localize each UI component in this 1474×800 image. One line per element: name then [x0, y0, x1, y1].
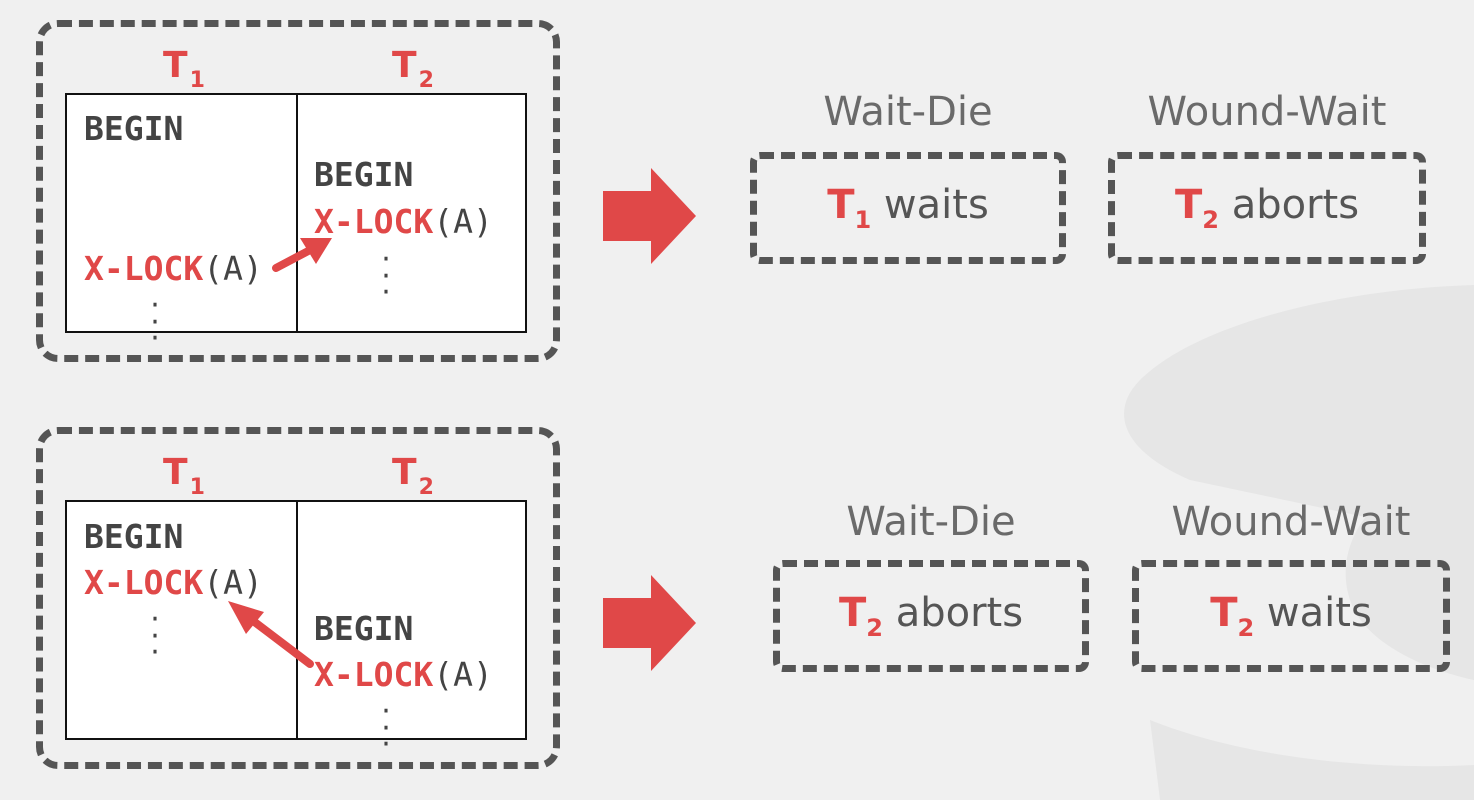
scenario2-t1-ellipsis: ··· [150, 602, 160, 670]
scenario1-t1-header: T1 [163, 45, 205, 93]
scenario1-result-arrow [603, 168, 696, 264]
scenario2-t2-xlock: X-LOCK(A) [314, 655, 493, 694]
scenario2-t1-begin: BEGIN [84, 517, 184, 556]
scenario1-t2-header: T2 [392, 45, 434, 93]
scenario2-frame [36, 427, 560, 769]
scenario1-t1-xlock: X-LOCK(A) [84, 249, 263, 288]
scenario1-wait-die-result: T1 waits [750, 152, 1066, 264]
scenario2-t2-begin: BEGIN [314, 609, 414, 648]
scenario2-wait-die-title: Wait-Die [846, 499, 1016, 545]
scenario2-t2-header: T2 [392, 452, 434, 500]
scenario1-t2-ellipsis: ··· [381, 242, 391, 310]
schedule-column-divider [296, 95, 298, 331]
scenario1-t1-ellipsis: ··· [150, 288, 160, 356]
scenario1-wait-die-title: Wait-Die [823, 89, 993, 135]
scenario1-wound-wait-result: T2 aborts [1108, 152, 1426, 264]
scenario1-frame [36, 20, 560, 362]
scenario1-t2-xlock: X-LOCK(A) [314, 202, 493, 241]
scenario1-t2-begin: BEGIN [314, 155, 414, 194]
scenario1-schedule-table [65, 93, 527, 333]
scenario2-t1-header: T1 [163, 452, 205, 500]
schedule-column-divider [296, 502, 298, 738]
scenario2-wound-wait-title: Wound-Wait [1171, 499, 1411, 545]
scenario2-wound-wait-result: T2 waits [1132, 560, 1450, 672]
scenario1-wound-wait-title: Wound-Wait [1147, 89, 1387, 135]
scenario2-result-arrow [603, 575, 696, 671]
scenario1-t1-begin: BEGIN [84, 109, 184, 148]
scenario2-t2-ellipsis: ··· [381, 694, 391, 762]
scenario2-wait-die-result: T2 aborts [773, 560, 1089, 672]
scenario2-t1-xlock: X-LOCK(A) [84, 563, 263, 602]
